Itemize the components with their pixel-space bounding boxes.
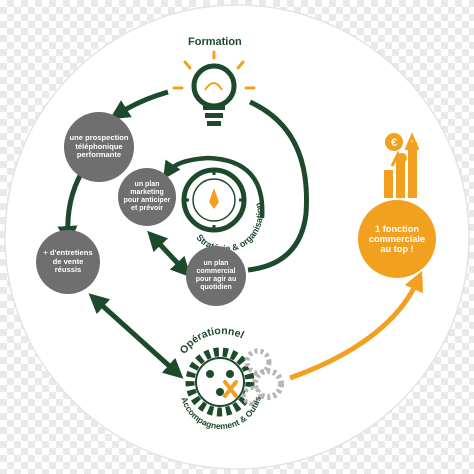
arrow-prospection-to-entretiens <box>57 170 85 246</box>
arrow-formation-to-prospection <box>109 89 169 120</box>
node-plan-commercial: un plan commercial pour agir au quotidie… <box>186 246 246 306</box>
node-prospection: une prospection téléphonique performante <box>64 112 134 182</box>
arrow-marketing-commercial <box>147 230 191 278</box>
gears-icon <box>185 347 284 417</box>
compass-icon <box>181 167 247 233</box>
node-fonction-commerciale: 1 fonction commerciale au top ! <box>358 200 436 278</box>
arrow-formation-loop <box>247 99 310 273</box>
lightbulb-icon <box>172 50 256 126</box>
node-plan-marketing: un plan marketing pour anticiper et prév… <box>118 168 176 226</box>
growth-bars-icon: € <box>384 132 420 198</box>
arrow-entretiens-to-operationnel <box>88 293 184 379</box>
svg-text:€: € <box>391 137 397 149</box>
label-formation: Formation <box>188 36 242 48</box>
node-entretiens: + d'entretiens de vente réussis <box>36 230 100 294</box>
arrow-operationnel-to-fonction <box>289 270 423 381</box>
arrow-strategy-arc <box>163 155 265 219</box>
